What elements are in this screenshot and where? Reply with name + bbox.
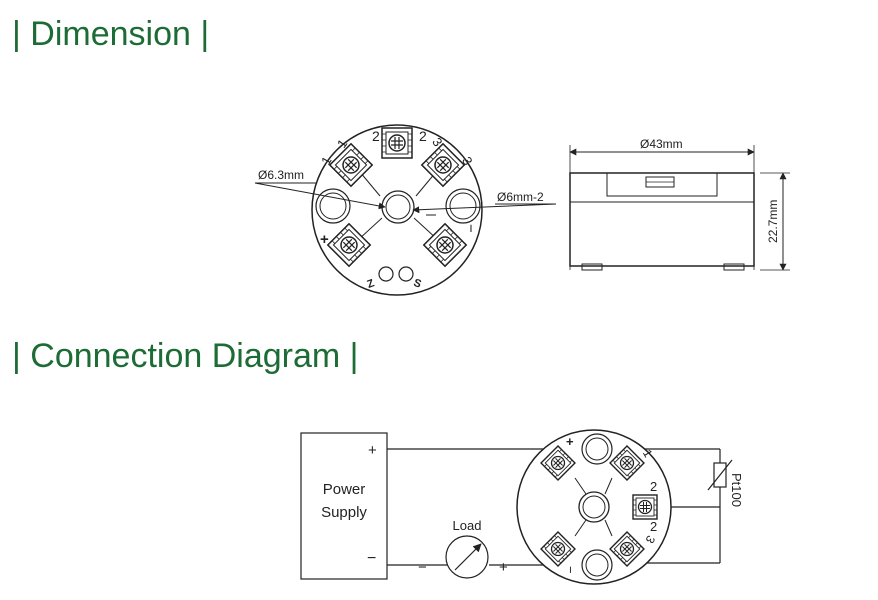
load-minus: −: [418, 559, 427, 576]
terminal-2-top: [381, 127, 413, 159]
label-hole-6-3mm: Ø6.3mm: [258, 168, 304, 182]
conn-label-2-bottom: 2: [650, 519, 657, 534]
conn-label-2-top: 2: [650, 479, 657, 494]
mark-z: Z: [366, 277, 377, 291]
load-plus: +: [499, 559, 508, 576]
load-label: Load: [453, 518, 482, 533]
load-meter: [445, 535, 489, 579]
dimension-leaders: [254, 182, 557, 216]
mounting-hole-left: [315, 188, 351, 224]
label-height-22-7mm: 22.7mm: [766, 200, 780, 243]
pt100-label: Pt100: [729, 473, 744, 507]
connection-diagram-heading: | Connection Diagram |: [12, 337, 359, 375]
power-label-line1: Power: [323, 481, 366, 498]
power-minus: −: [367, 550, 376, 567]
power-plus: +: [368, 442, 377, 459]
conn-label-minus: −: [563, 566, 578, 574]
label-hole-6mm-2: Ø6mm-2: [497, 190, 544, 204]
small-hole-z: [378, 266, 394, 282]
label-diameter-43mm: Ø43mm: [640, 137, 683, 151]
side-view: [569, 145, 790, 271]
conn-label-plus: +: [566, 434, 574, 449]
terminal-2: [632, 494, 658, 520]
top-label-plus: +: [320, 231, 329, 248]
small-hole-s: [398, 266, 414, 282]
wiring: [300, 432, 733, 580]
top-label-2-right: 2: [419, 128, 427, 144]
top-label-2-left: 2: [372, 128, 380, 144]
power-supply-box: [300, 432, 388, 580]
power-label-line2: Supply: [321, 504, 367, 521]
dimension-heading: | Dimension |: [12, 15, 210, 53]
top-label-minus: −: [462, 224, 479, 233]
mark-s: S: [412, 277, 423, 291]
mounting-hole-right: [445, 188, 481, 224]
